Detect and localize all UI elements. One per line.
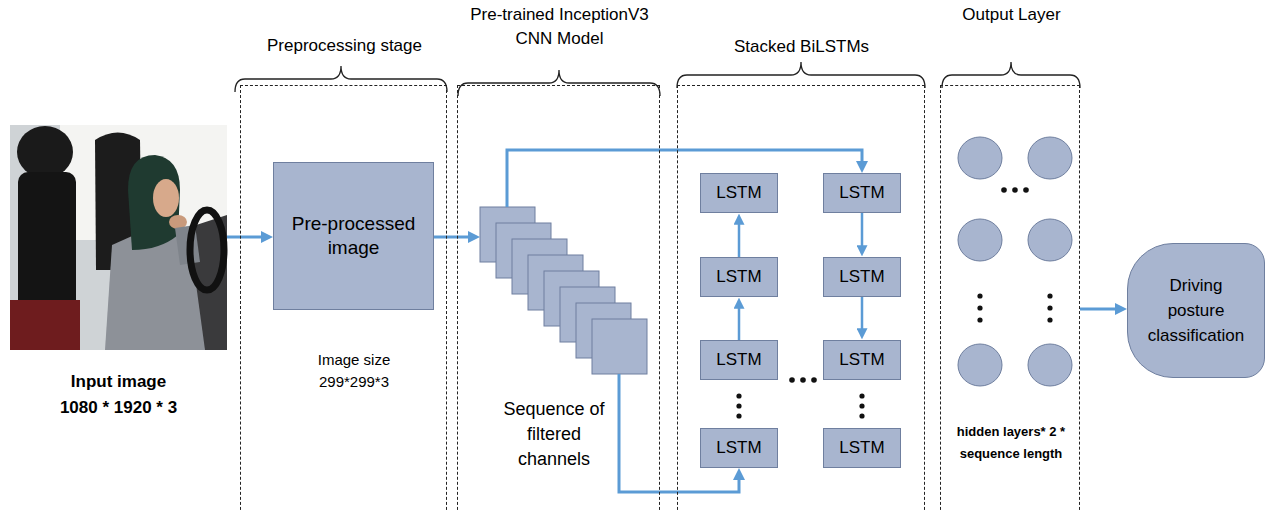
section-braces (235, 62, 1080, 96)
feature-stack: Sequence of filtered channels (480, 207, 647, 374)
node-label: Pre-processed image (282, 210, 426, 262)
dot (1047, 305, 1052, 310)
neuron (1028, 137, 1072, 179)
caption-holder: Stacked BiLSTMs (694, 35, 909, 59)
stage-heading: Stacked BiLSTMs (694, 35, 909, 59)
dot (1047, 293, 1052, 298)
neuron (1028, 219, 1072, 261)
dot (736, 393, 741, 398)
lstm-cell: LSTM (823, 257, 901, 297)
dot (859, 393, 864, 398)
dot (789, 377, 795, 383)
result-terminal: Driving posture classification (1127, 243, 1265, 378)
stage-region: Stacked BiLSTMsLSTMLSTMLSTMLSTMLSTMLSTML… (677, 85, 925, 510)
stage-heading: Preprocessing stage (237, 34, 452, 58)
flow-arrow (738, 221, 741, 257)
stage-region: Pre-trained InceptionV3 CNN ModelSequenc… (457, 85, 660, 510)
flow-arrow (227, 236, 265, 239)
flow-arrow (738, 305, 741, 340)
caption-holder: hidden layers* 2 * sequence length (937, 421, 1085, 465)
seat (18, 172, 76, 322)
node-label: LSTM (839, 349, 884, 370)
dot (736, 413, 741, 418)
lstm-cell: LSTM (700, 257, 778, 297)
flow-arrow (507, 150, 862, 207)
caption-holder: Pre-trained InceptionV3 CNN Model (452, 3, 667, 51)
headrest (17, 126, 73, 178)
seat-red (10, 300, 80, 350)
process-box: Pre-processed imageImage size 299*299*3 (273, 162, 434, 310)
caption: hidden layers* 2 * sequence length (937, 421, 1085, 465)
flow-arrow (434, 236, 472, 239)
lstm-cell: LSTM (823, 173, 901, 213)
output-neurons (958, 137, 1072, 386)
lstm-cell: LSTM (700, 173, 778, 213)
input-image: Input image1080 * 1920 * 3 (10, 125, 227, 350)
dot (800, 377, 806, 383)
caption-holder: Sequence of filtered channels (498, 397, 610, 472)
node-label: LSTM (716, 437, 761, 458)
caption-holder: Input image (10, 371, 227, 392)
dot (859, 413, 864, 418)
ellipsis-dots (736, 377, 864, 418)
node-label: LSTM (839, 437, 884, 458)
dot (1047, 317, 1052, 322)
lstm-cell: LSTM (823, 428, 901, 468)
photo-ground (10, 125, 227, 350)
ellipsis-dots (977, 187, 1052, 322)
neuron (958, 219, 1002, 261)
face (153, 179, 179, 217)
neuron (958, 137, 1002, 179)
node-label: LSTM (716, 349, 761, 370)
dot (1023, 187, 1029, 193)
node-label: LSTM (839, 182, 884, 203)
dot (1012, 187, 1018, 193)
neuron (1028, 344, 1072, 386)
lstm-cell: LSTM (700, 428, 778, 468)
dot (859, 403, 864, 408)
flow-arrow (1080, 308, 1119, 311)
channel-stack (480, 207, 647, 374)
dot (977, 293, 982, 298)
caption: Input image (10, 371, 227, 392)
lstm-cell: LSTM (700, 340, 778, 380)
lstm-cell: LSTM (823, 340, 901, 380)
flow-arrow (861, 297, 864, 332)
flow-arrow (861, 213, 864, 249)
steering-wheel (190, 210, 224, 290)
hijab (128, 155, 180, 250)
driver-photo (10, 125, 227, 350)
stage-heading: Pre-trained InceptionV3 CNN Model (452, 3, 667, 51)
brace (235, 66, 447, 92)
stage-region: Preprocessing stagePre-processed imageIm… (240, 85, 447, 510)
node-label: LSTM (716, 266, 761, 287)
dot (1001, 187, 1007, 193)
node-label: LSTM (716, 182, 761, 203)
caption: 1080 * 1920 * 3 (10, 397, 227, 418)
caption-holder: 1080 * 1920 * 3 (10, 397, 227, 418)
node-label: Driving posture classification (1140, 273, 1252, 348)
dot (977, 317, 982, 322)
neuron (958, 344, 1002, 386)
caption-holder: Preprocessing stage (237, 34, 452, 58)
dot (811, 377, 817, 383)
caption-holder: Output Layer (904, 3, 1119, 27)
node-label: LSTM (839, 266, 884, 287)
caption-holder: Image size 299*299*3 (304, 349, 404, 393)
caption: Sequence of filtered channels (498, 397, 610, 472)
caption: Image size 299*299*3 (304, 349, 404, 393)
dot (736, 403, 741, 408)
stage-heading: Output Layer (904, 3, 1119, 27)
stage-region: Output Layerhidden layers* 2 * sequence … (940, 85, 1080, 510)
dot (977, 305, 982, 310)
channel (592, 319, 647, 374)
brace (458, 70, 660, 96)
